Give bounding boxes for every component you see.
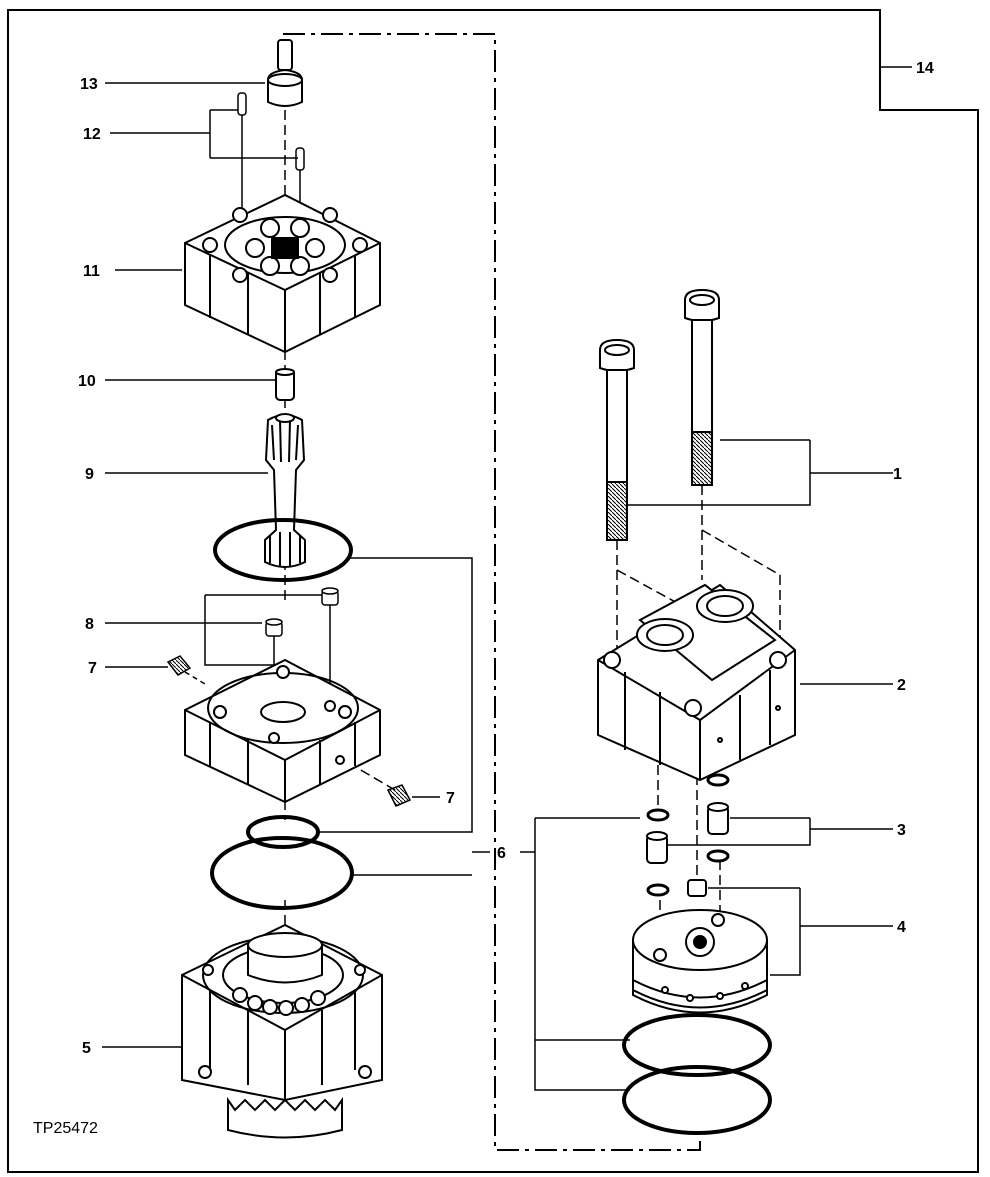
callout-3: 3: [897, 822, 906, 839]
small-orings: [646, 773, 730, 897]
valve-plate-block: [184, 658, 381, 804]
callout-7-right: 7: [446, 790, 455, 807]
figure-id: TP25472: [33, 1120, 98, 1137]
part-11-housing-block: [184, 193, 381, 354]
callout-14: 14: [916, 60, 934, 77]
assembly-center-line: [283, 33, 701, 1151]
callout-12: 12: [83, 126, 101, 143]
outer-frame: [7, 9, 979, 1173]
part-7-plug-left: [166, 655, 206, 685]
part-10-spacer: [275, 368, 295, 401]
part-13-pin: [267, 39, 303, 107]
part-6-oring-top: [213, 518, 353, 582]
part-6-oring-small: [246, 815, 320, 849]
part-1-bolts: [599, 288, 720, 541]
leader-lines: [102, 66, 912, 1091]
callout-1: 1: [893, 466, 902, 483]
part-7-plug-right: [386, 784, 412, 807]
part-2-end-cover: [597, 583, 796, 782]
callout-5: 5: [82, 1040, 91, 1057]
callout-10: 10: [78, 373, 96, 390]
callout-labels: 1 2 3 4 5 6 7 7 8 9 10 11 12 13 14: [78, 60, 934, 1057]
callout-8: 8: [85, 616, 94, 633]
part-4-valve-piston: [632, 879, 768, 1014]
callout-11: 11: [83, 263, 100, 280]
part-9-drive-shaft: [264, 413, 306, 568]
callout-7-left: 7: [88, 660, 97, 677]
callout-13: 13: [80, 76, 98, 93]
callout-4: 4: [897, 919, 906, 936]
callout-9: 9: [85, 466, 94, 483]
part-6-oring-right-bottom: [622, 1065, 772, 1135]
callout-2: 2: [897, 677, 906, 694]
part-8-plugs: [265, 587, 339, 735]
part-3-check-valves: [646, 802, 729, 864]
callout-6: 6: [497, 845, 506, 862]
part-6-oring-right-top: [622, 1013, 772, 1077]
part-5-bearing-housing: [181, 923, 383, 1139]
part-6-oring-medium: [210, 836, 354, 910]
